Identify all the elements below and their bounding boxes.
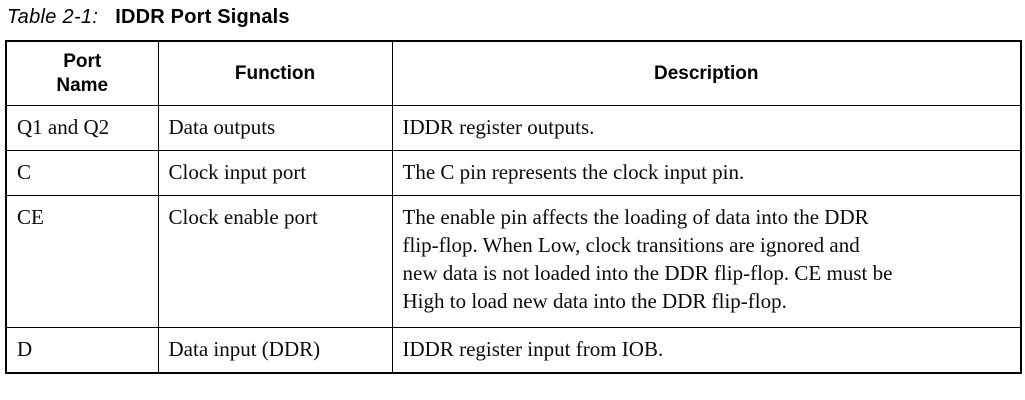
port-name-cell: D [5, 327, 159, 374]
description-cell: The enable pin affects the loading of da… [391, 195, 1022, 328]
port-name-cell: C [5, 150, 159, 196]
port-name-cell: CE [5, 195, 159, 328]
table-caption-number: Table 2-1: [7, 6, 99, 28]
description-cell: The C pin represents the clock input pin… [391, 150, 1022, 196]
function-cell: Data input (DDR) [157, 327, 393, 374]
table-row-c: C Clock input port The C pin represents … [5, 150, 1022, 196]
function-cell: Clock enable port [157, 195, 393, 328]
table-header-row: Port Name Function Description [5, 40, 1022, 106]
column-header-function: Function [157, 40, 393, 106]
description-text: IDDR register input from IOB. [402, 337, 664, 361]
iddr-port-signals-table: Port Name Function Description Q1 and Q2… [5, 40, 1022, 374]
description-cell: IDDR register input from IOB. [391, 327, 1022, 374]
description-text: The C pin represents the clock input pin… [402, 160, 745, 184]
function-cell: Data outputs [157, 105, 393, 151]
table-row-d: D Data input (DDR) IDDR register input f… [5, 327, 1022, 374]
description-text: The enable pin affects the loading of da… [402, 205, 893, 313]
table-caption-title: IDDR Port Signals [115, 6, 290, 28]
table-caption: Table 2-1: IDDR Port Signals [7, 6, 290, 29]
port-name-cell: Q1 and Q2 [5, 105, 159, 151]
description-cell: IDDR register outputs. [391, 105, 1022, 151]
column-header-description: Description [391, 40, 1022, 106]
column-header-port-name: Port Name [5, 40, 159, 106]
description-text: IDDR register outputs. [402, 115, 595, 139]
table-row-q1q2: Q1 and Q2 Data outputs IDDR register out… [5, 105, 1022, 151]
function-cell: Clock input port [157, 150, 393, 196]
table-row-ce: CE Clock enable port The enable pin affe… [5, 195, 1022, 328]
